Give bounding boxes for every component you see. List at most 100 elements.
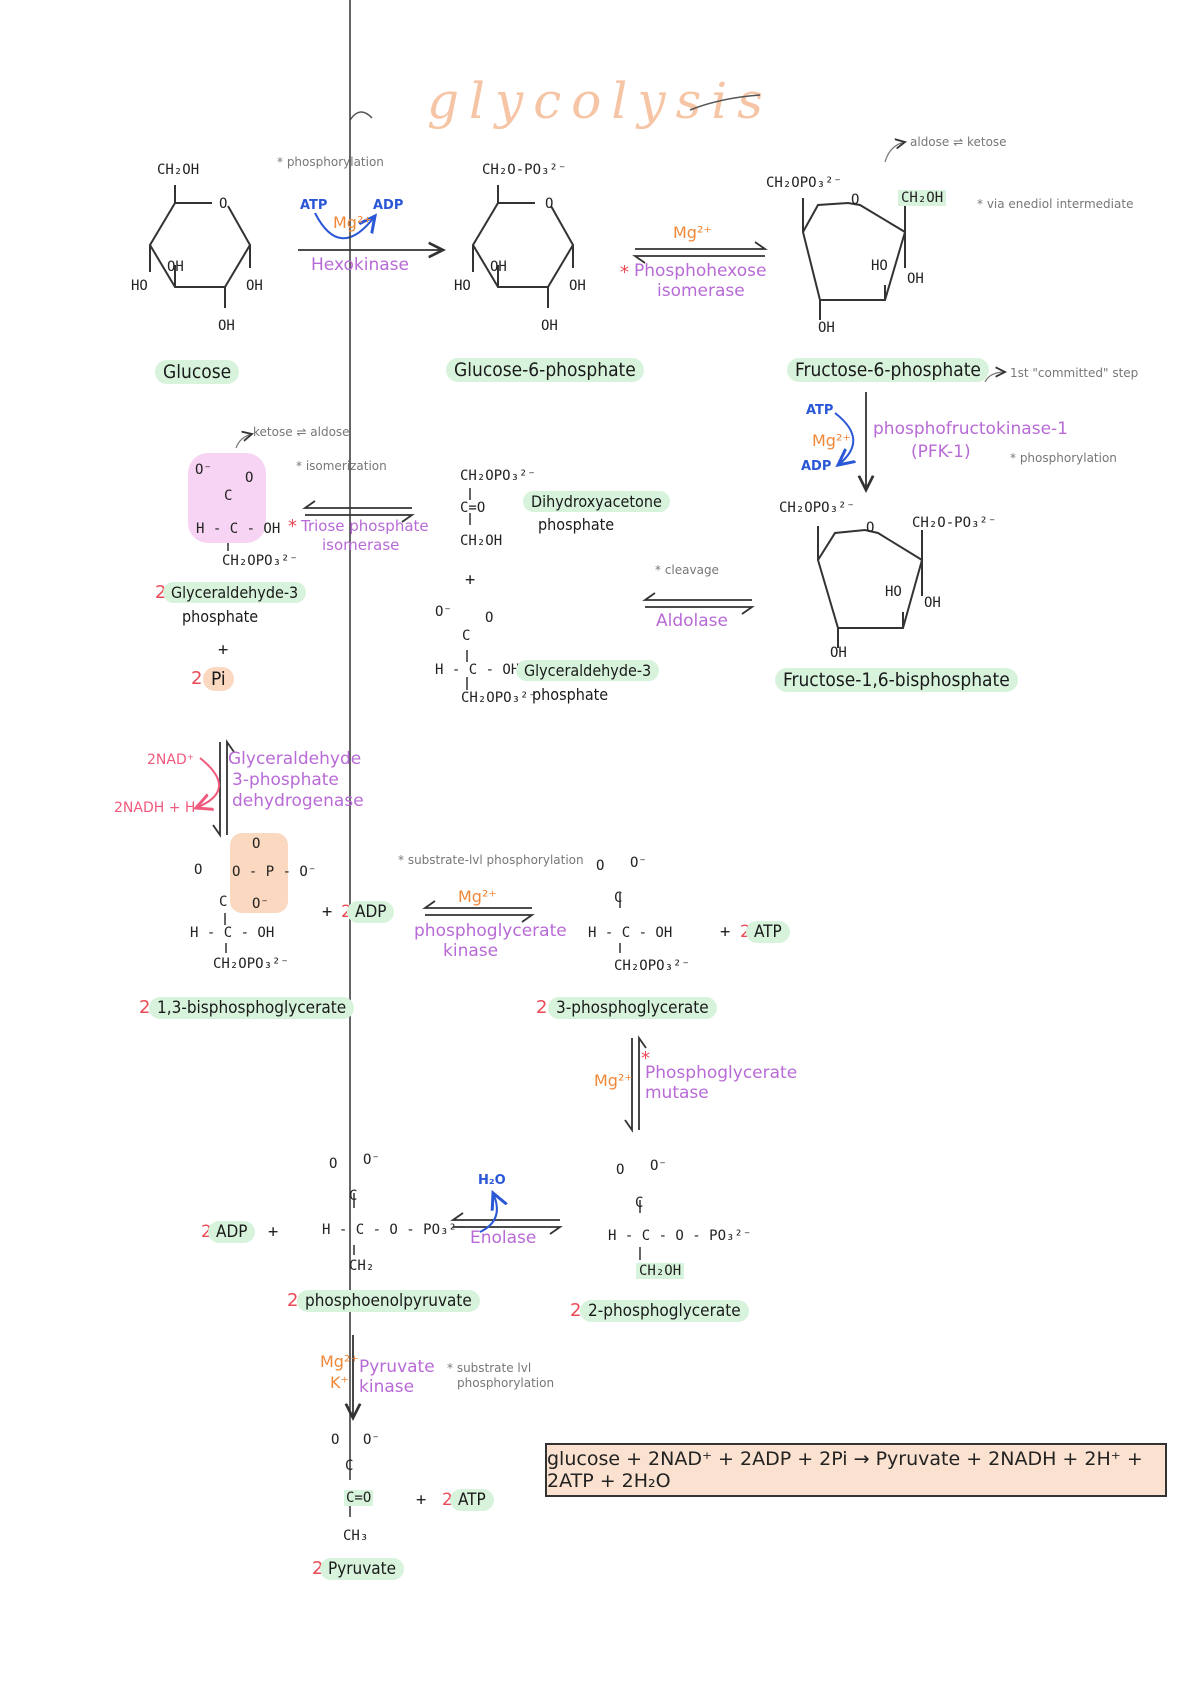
count-adp-2: 2: [201, 1222, 212, 1242]
star-tpi: *: [288, 516, 297, 537]
page-title: glycolysis: [427, 72, 773, 130]
gap-mid-label-2: phosphate: [532, 685, 609, 704]
enzyme-pgk-2: kinase: [443, 941, 499, 961]
adp-label-2: ADP: [801, 459, 832, 474]
count-atp-1: 2: [740, 922, 751, 942]
pep-o: O: [329, 1156, 338, 1172]
pg3-label: 3-phosphoglycerate: [548, 997, 717, 1019]
note-enediol: * via enediol intermediate: [977, 197, 1134, 211]
count-pep: 2: [287, 1290, 299, 1311]
gap-left-ch2opo3: CH₂OPO₃²⁻: [222, 553, 298, 569]
gapdh-double-arrow: [212, 739, 235, 838]
bpg-o-minus: O⁻: [252, 896, 269, 912]
f6p-ho: HO: [871, 258, 888, 274]
enzyme-aldolase: Aldolase: [656, 611, 729, 631]
g6p-oh-2: OH: [569, 278, 586, 294]
enzyme-pfk-2: (PFK-1): [911, 442, 971, 462]
adp-bpg-label: ADP: [347, 901, 395, 923]
mg-label-4: Mg²⁺: [458, 887, 497, 906]
mg-label-1: Mg²⁺: [333, 213, 372, 232]
note-arrow-3: [235, 434, 252, 449]
pep-ch2: CH₂: [349, 1258, 375, 1274]
f6p-oh-1: OH: [907, 271, 924, 287]
plus-dhap-gap: +: [465, 570, 476, 590]
atp-label-2: ATP: [806, 403, 834, 418]
f16bp-ring: [816, 526, 924, 648]
enzyme-pgm-1: Phosphoglycerate: [645, 1063, 798, 1083]
mg-label-6: Mg²⁺: [320, 1352, 359, 1371]
bpg-label: 1,3-bisphosphoglycerate: [149, 997, 355, 1019]
dhap-co: C=O: [460, 500, 486, 516]
note-cleavage: * cleavage: [655, 563, 719, 577]
mg-label-3: Mg²⁺: [812, 431, 851, 450]
h2o-label: H₂O: [478, 1173, 506, 1188]
count-adp-1: 2: [341, 902, 352, 922]
bpg-ch2opo3: CH₂OPO₃²⁻: [213, 956, 289, 972]
overall-equation: glucose + 2NAD⁺ + 2ADP + 2Pi → Pyruvate …: [545, 1443, 1167, 1497]
glucose-ch2oh: CH₂OH: [157, 162, 200, 178]
enzyme-pk-2: kinase: [359, 1377, 415, 1397]
note-phosphorylation-2: * phosphorylation: [1010, 451, 1117, 465]
enzyme-hexokinase: Hexokinase: [311, 255, 409, 275]
note-phosphorylation: * phosphorylation: [277, 155, 384, 169]
glucose-ho: HO: [131, 278, 148, 294]
pg2-o-minus: O⁻: [650, 1158, 667, 1174]
enzyme-enolase: Enolase: [470, 1228, 537, 1248]
mg-label-5: Mg²⁺: [594, 1071, 633, 1090]
pg2-o: O: [616, 1162, 625, 1178]
f16bp-ho: HO: [885, 584, 902, 600]
note-ketose-aldose: ketose ⇌ aldose: [253, 425, 350, 439]
misc-bonds: [224, 0, 641, 1517]
aldolase-double-arrow: [642, 592, 755, 615]
glucose-ring: [148, 185, 252, 308]
glucose-oh-3: OH: [218, 318, 235, 334]
f16bp-ring-o: O: [866, 520, 875, 536]
atp-label-1: ATP: [300, 198, 328, 213]
pyr-ch3: CH₃: [343, 1528, 369, 1544]
enzyme-gapdh-1: Glyceraldehyde: [228, 749, 362, 769]
enzyme-gapdh-2: 3-phosphate: [232, 770, 339, 790]
atp-pyr-label: ATP: [450, 1489, 494, 1511]
enzyme-pfk-1: phosphofructokinase-1: [873, 419, 1068, 439]
note-substrate-lvl: * substrate-lvl phosphorylation: [398, 853, 584, 867]
enzyme-phi-2: isomerase: [657, 281, 745, 301]
glucose-oh-1: OH: [167, 259, 184, 275]
pg3-c: C: [614, 890, 623, 906]
pyruvate-label: Pyruvate: [320, 1558, 405, 1580]
glucose-ring-o: O: [219, 196, 228, 212]
nadh-label: 2NADH + H⁺: [114, 800, 203, 816]
star-phi: *: [620, 262, 629, 283]
pi-label: Pi: [203, 667, 234, 691]
count-pi: 2: [191, 668, 203, 689]
pg3-hcoh: H - C - OH: [588, 925, 673, 941]
h2o-curve: [479, 1193, 497, 1233]
dhap-ch2oh: CH₂OH: [460, 533, 503, 549]
g6p-ho: HO: [454, 278, 471, 294]
gap-left-hcoh: H - C - OH: [196, 521, 281, 537]
plus-gap-pi: +: [218, 640, 229, 660]
note-substrate-lvl-2b: phosphorylation: [457, 1376, 555, 1390]
count-pg2: 2: [570, 1300, 582, 1321]
atp-adp-curve: [314, 212, 375, 240]
pg3-ch2opo3: CH₂OPO₃²⁻: [614, 958, 690, 974]
glucose-oh-2: OH: [246, 278, 263, 294]
note-arrow-2: [984, 372, 1005, 383]
pyr-co: C=O: [344, 1490, 374, 1506]
f16bp-oh-2: OH: [830, 645, 847, 661]
note-committed: 1st "committed" step: [1010, 366, 1139, 380]
dhap-ch2opo3: CH₂OPO₃²⁻: [460, 468, 536, 484]
enzyme-phi-1: Phosphohexose: [634, 261, 767, 281]
g6p-label: Glucose-6-phosphate: [446, 358, 644, 382]
enzyme-tpi-2: isomerase: [322, 536, 400, 554]
adp-label-1: ADP: [373, 198, 404, 213]
bpg-o: O: [194, 862, 203, 878]
f6p-oh-2: OH: [818, 320, 835, 336]
enzyme-tpi-1: Triose phosphate: [301, 517, 429, 535]
enzyme-pgk-1: phosphoglycerate: [414, 921, 567, 941]
count-gap: 2: [155, 582, 167, 603]
count-pg3: 2: [536, 997, 548, 1018]
pep-c: C: [349, 1188, 358, 1204]
f16bp-ch2opo3-left: CH₂OPO₃²⁻: [779, 500, 855, 516]
tpi-double-arrow: [302, 500, 415, 523]
gap-left-c: C: [224, 488, 233, 504]
